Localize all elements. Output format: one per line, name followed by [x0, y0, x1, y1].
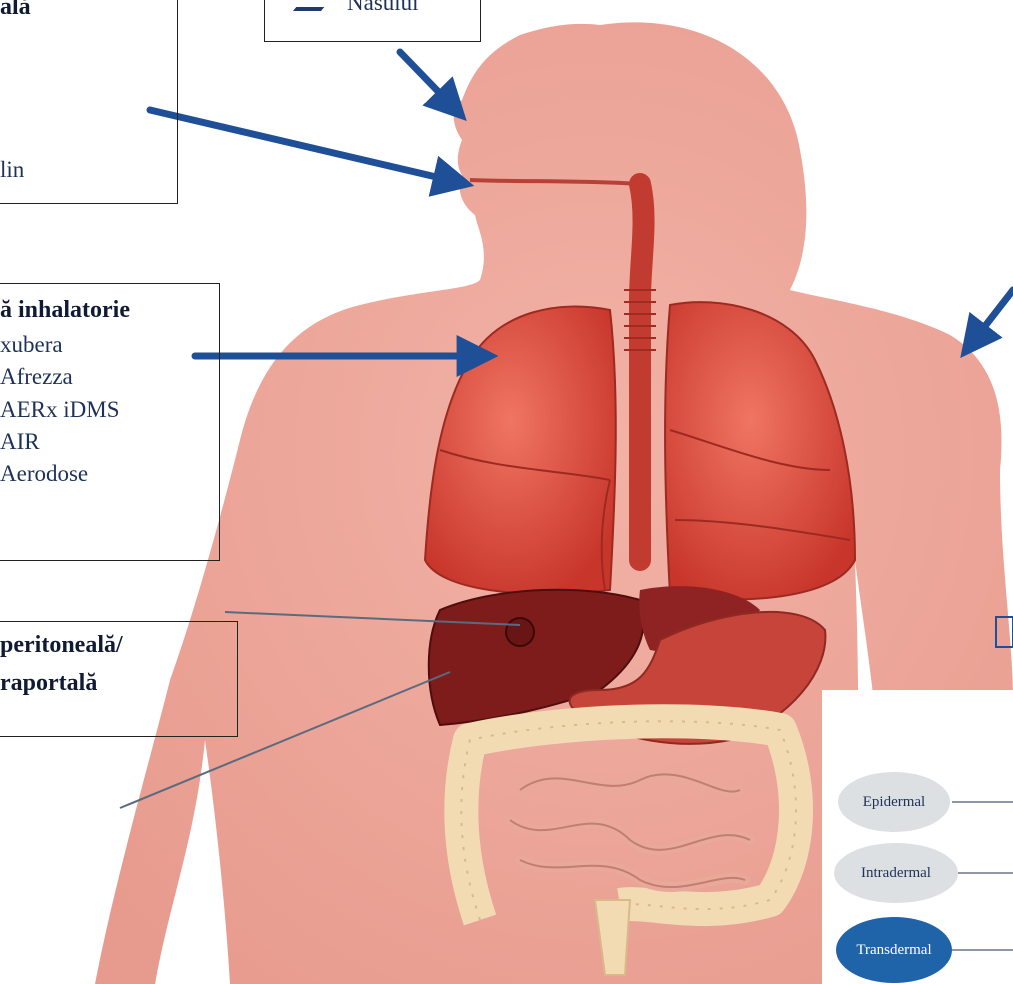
peritoneal-route-line2: raportală [0, 670, 97, 697]
inhalation-item-0: xubera [0, 332, 63, 358]
arrow-to-shoulder [968, 290, 1013, 348]
oral-route-item: lin [0, 157, 24, 183]
oral-route-title: ală [0, 0, 31, 21]
inhalation-item-4: Aerodose [0, 461, 88, 487]
arrow-to-nose [400, 52, 458, 112]
peritoneal-route-line1: peritoneală/ [0, 632, 123, 659]
oral-route-box [0, 0, 178, 204]
inhalation-item-2: AERx iDMS [0, 397, 120, 423]
inhalation-item-3: AIR [0, 429, 40, 455]
skin-route-transdermal: Transdermal [836, 917, 952, 983]
nasal-route-label: Nasului [347, 0, 419, 16]
skin-route-epidermal: Epidermal [838, 772, 950, 832]
trachea [640, 184, 644, 560]
arrow-to-mouth [150, 110, 462, 183]
inhalation-item-1: Afrezza [0, 364, 73, 390]
inhalation-route-title: ă inhalatorie [0, 297, 130, 324]
skin-route-intradermal: Intradermal [834, 843, 958, 903]
